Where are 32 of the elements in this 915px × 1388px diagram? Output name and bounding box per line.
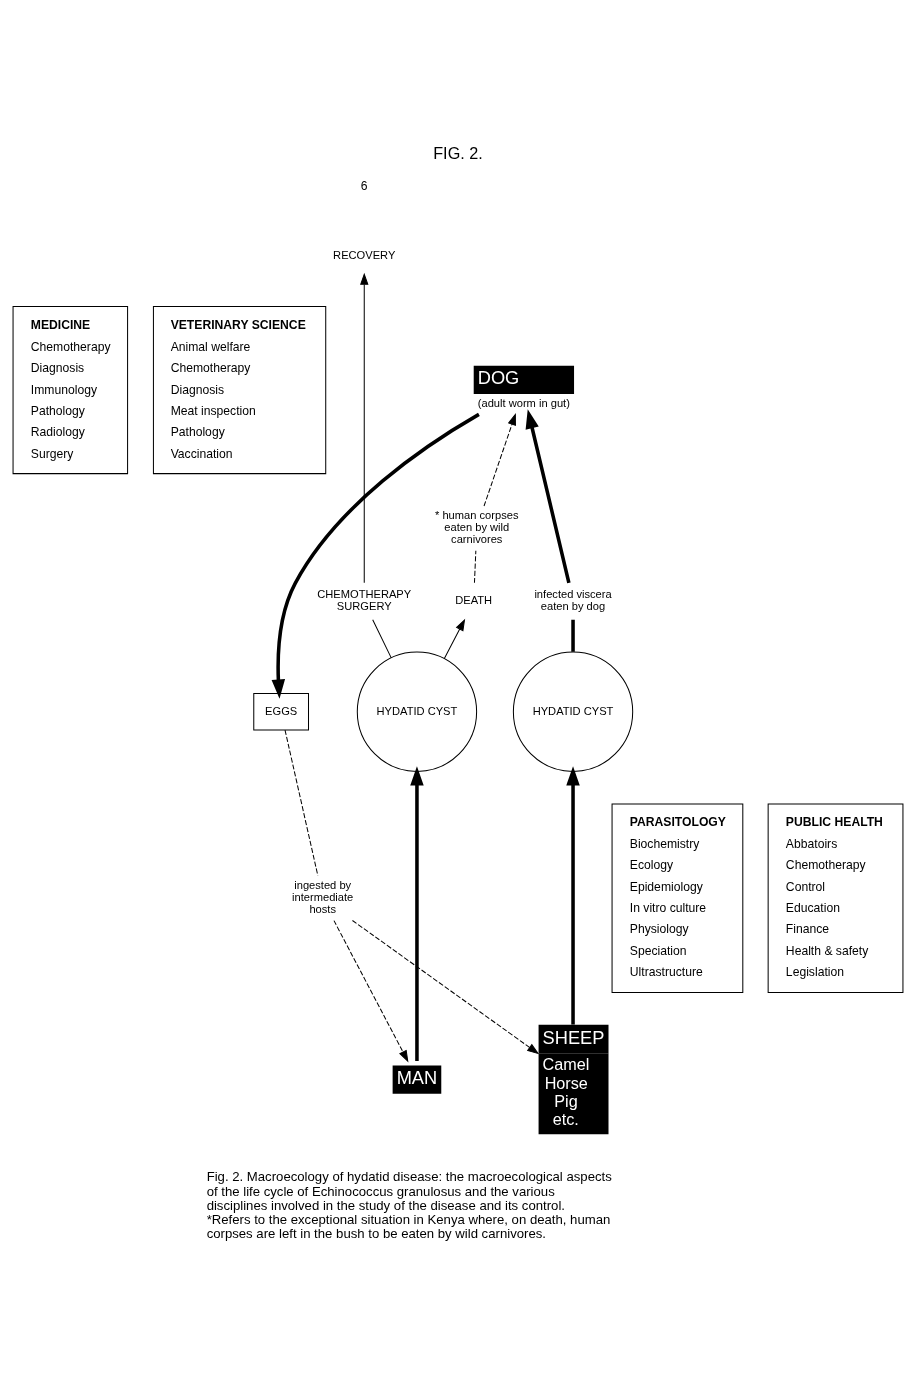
arrow <box>409 766 424 1061</box>
connector <box>284 729 318 877</box>
node-label: (adult worm in gut) <box>477 397 570 410</box>
node-text: CHEMOTHERAPY SURGERY <box>316 588 411 613</box>
caption: Fig. 2. Macroecology of hydatid disease: the macroecological aspects of the life cycle of Echinococcus granulosus and the various disciplines involved in the study of the disease and its control. *Refers to the exceptional situation in Kenya where, on death, human corpses are left in the bush to be eaten by wild carnivores. <box>206 1169 612 1242</box>
node-circle: HYDATID CYST <box>356 651 477 772</box>
node-box: MEDICINE Chemotherapy Diagnosis Immunology Pathology Radiology Surgery <box>12 305 128 475</box>
node-circle: HYDATID CYST <box>512 651 633 772</box>
node-text: infected viscera eaten by dog <box>533 588 612 613</box>
label: 6 <box>360 178 368 193</box>
node-text: RECOVERY <box>332 248 395 261</box>
arrow <box>525 409 571 584</box>
node-text: DEATH <box>454 594 492 607</box>
connector <box>371 619 392 659</box>
node-box: MAN <box>392 1065 441 1094</box>
connector <box>473 550 476 584</box>
arrow <box>359 272 368 584</box>
arrow <box>443 618 465 659</box>
node-box: DOG <box>473 365 574 395</box>
arrow <box>483 413 516 507</box>
node-box: VETERINARY SCIENCE Animal welfare Chemotherapy Diagnosis Meat inspection Pathology Vaccination <box>152 305 326 475</box>
arrow <box>351 920 539 1055</box>
arrow <box>332 920 408 1063</box>
arrow <box>271 412 480 699</box>
connector <box>570 619 575 652</box>
diagram-title: FIG. 2. <box>432 144 483 163</box>
node-box: EGGS <box>252 693 309 731</box>
arrow <box>565 766 580 1025</box>
node-box: PARASITOLOGY Biochemistry Ecology Epidemiology In vitro culture Physiology Speciation Ultrastructure <box>611 803 743 993</box>
node-box: PUBLIC HEALTH Abbatoirs Chemotherapy Control Education Finance Health & safety Legislation <box>767 803 903 993</box>
node-text: ingested by intermediate hosts <box>291 878 353 916</box>
node-text: * human corpses eaten by wild carnivores <box>434 509 518 546</box>
